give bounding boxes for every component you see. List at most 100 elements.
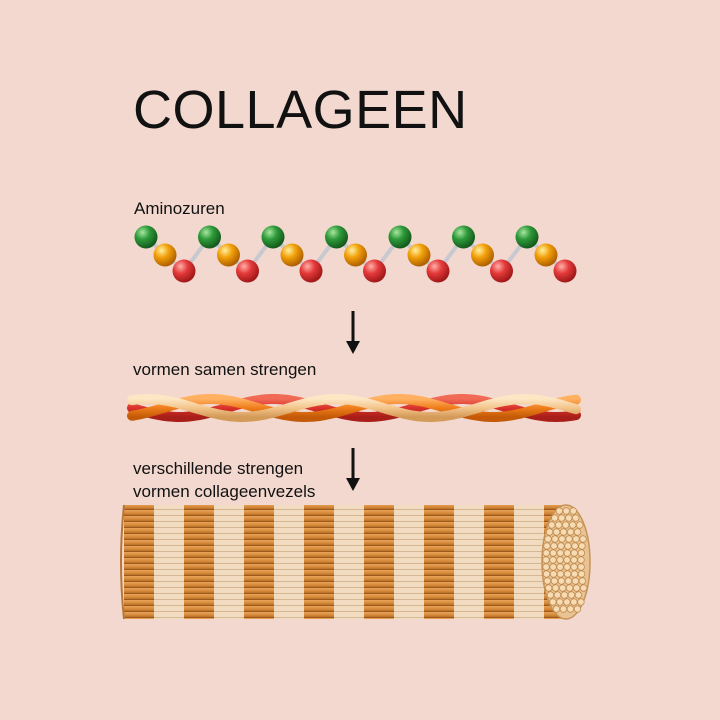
fiber-end-strand (576, 521, 584, 529)
fiber-end-strand (556, 549, 565, 557)
atom-red (172, 259, 196, 283)
fiber-end-strand (558, 584, 567, 592)
fiber-band-dark (484, 505, 514, 619)
fiber-end-strand (566, 528, 575, 536)
atom-red (426, 259, 450, 283)
fiber-end-strand (558, 535, 566, 543)
fiber-end-strand (549, 549, 558, 557)
fiber-band-light (334, 505, 364, 619)
fiber-end-strand (542, 563, 550, 571)
fiber-end-strand (572, 514, 580, 522)
fiber-end-strand (563, 598, 571, 606)
fiber-end-strand (544, 584, 553, 592)
fiber-end-strand (562, 521, 570, 529)
amino-bond (271, 235, 294, 257)
fiber-end-strand (543, 577, 552, 585)
fiber-end-strand (556, 598, 564, 606)
fiber-end-strand (550, 577, 559, 585)
atom-green (452, 225, 475, 249)
fiber-band-dark (184, 505, 214, 619)
amino-acids-label: Aminozuren (134, 199, 225, 218)
fiber-end-strand (567, 591, 576, 599)
fiber-band-dark (424, 505, 454, 619)
fiber-end-face (541, 504, 591, 620)
atom-yellow (407, 243, 431, 267)
atom-yellow (471, 243, 494, 267)
fiber-end-strand (574, 591, 583, 599)
fiber-end-strand (548, 521, 556, 529)
atom-yellow (217, 243, 240, 267)
fiber-end-strand (570, 556, 578, 564)
amino-bond (245, 235, 275, 273)
fiber-band-light (514, 505, 544, 619)
fiber-end-strand (549, 563, 557, 571)
fiber-end-strand (566, 605, 575, 613)
fiber-end-strand (563, 556, 571, 564)
fiber-end-strand (542, 556, 550, 564)
fiber-end-strand (555, 507, 563, 515)
fiber-end-strand (570, 570, 579, 578)
amino-bond (398, 235, 421, 257)
fiber-end-strand (556, 556, 564, 564)
fiber-end-strand (563, 549, 572, 557)
atom-green (134, 225, 158, 249)
amino-bond (372, 235, 402, 273)
atom-yellow (280, 243, 304, 267)
fiber-end-strand (578, 542, 586, 550)
strands-label: vormen samen strengen (133, 360, 317, 379)
fiber-end-strand (565, 584, 574, 592)
strand-red (127, 394, 581, 423)
fiber-end-strand (551, 514, 559, 522)
amino-bond (207, 235, 231, 257)
atom-red (363, 259, 386, 283)
amino-bonds (144, 235, 567, 273)
amino-bond (544, 253, 567, 273)
fiber-band-light (154, 505, 184, 619)
fiber-end-strand (549, 570, 558, 578)
fiber-end-strand (570, 549, 579, 557)
fiber-end-strand (571, 542, 579, 550)
fiber-end-strand (545, 528, 554, 536)
fibers-label-line2: vormen collageenvezels (133, 481, 316, 501)
fiber-end-strand (577, 549, 586, 557)
amino-bond (309, 235, 339, 273)
atom-yellow (534, 243, 558, 267)
fibers-label-line1: verschillende strengen (133, 459, 304, 478)
fiber-end-strand (553, 591, 562, 599)
atom-red (299, 259, 323, 283)
fiber-end-strand (542, 549, 551, 557)
atom-red (553, 259, 577, 283)
fiber-end-strand (557, 542, 565, 550)
fiber-band-light (394, 505, 424, 619)
fiber-end-strand (559, 528, 568, 536)
fiber-end-strand (563, 570, 572, 578)
atom-red (236, 259, 259, 283)
fiber-end-strand (570, 563, 578, 571)
fiber-band-dark (124, 505, 154, 619)
fibers-label: verschillende strengen vormen collageenv… (133, 458, 315, 504)
amino-bond (144, 235, 167, 257)
strand-orange (127, 394, 581, 423)
fiber-end-strand (557, 577, 566, 585)
fiber-end-ellipse (541, 504, 591, 620)
atom-green (261, 225, 285, 249)
collagen-fiber-body (120, 504, 566, 620)
fiber-end-strand (569, 521, 577, 529)
fiber-end-strand (577, 556, 585, 564)
amino-bond (436, 235, 466, 273)
fiber-end-strand (549, 556, 557, 564)
fiber-end-strand (549, 598, 557, 606)
amino-atoms (134, 225, 577, 283)
fiber-end-strand (556, 570, 565, 578)
fiber-left-edge (120, 504, 125, 620)
fiber-end-strand (569, 507, 577, 515)
fiber-end-strand (565, 514, 573, 522)
fiber-end-strand (570, 598, 578, 606)
fiber-end-strand (551, 584, 560, 592)
amino-bond (499, 235, 529, 273)
fiber-end-strand (564, 577, 573, 585)
amino-bond (480, 253, 504, 273)
fiber-end-strand (560, 591, 569, 599)
amino-bond (353, 253, 377, 273)
